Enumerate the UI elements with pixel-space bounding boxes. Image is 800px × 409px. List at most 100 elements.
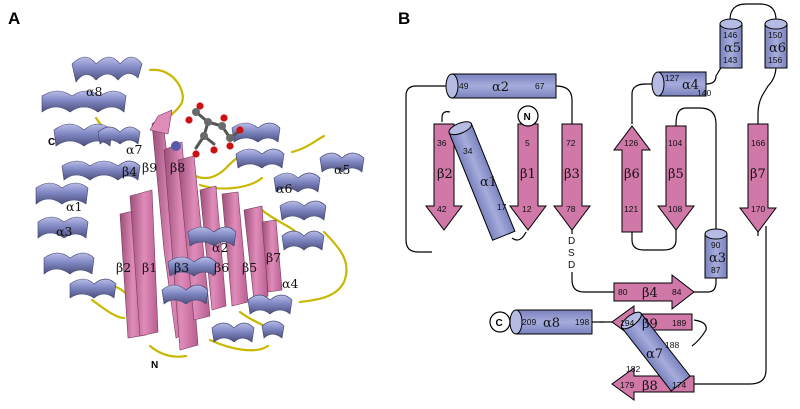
panel-b-label: B (398, 9, 410, 28)
a7-end: 182 (626, 364, 640, 374)
b4-end: 84 (672, 287, 682, 297)
a5-end: 143 (723, 55, 737, 65)
label-a4: α4 (282, 276, 298, 291)
c-terminus-circle (489, 311, 511, 333)
n-terminus-circle (517, 105, 539, 127)
a3-end: 87 (711, 265, 721, 275)
b5-name: β5 (668, 167, 684, 182)
b4-name: β4 (642, 286, 658, 301)
panel-a-label: A (8, 9, 20, 28)
b5-start: 104 (668, 138, 682, 148)
b1-name: β1 (520, 167, 536, 182)
label-b2: β2 (116, 260, 131, 275)
b9-name: β9 (642, 317, 658, 332)
a8-name: α8 (543, 316, 560, 331)
a5-name: α5 (724, 41, 741, 56)
b9-start: 194 (620, 318, 634, 328)
b7-end: 170 (751, 204, 765, 214)
motif-d1: D (568, 236, 575, 247)
b1-start: 5 (525, 138, 530, 148)
label-a7: α7 (126, 142, 142, 157)
loops-3d (90, 68, 348, 358)
a8-end: 198 (575, 317, 589, 327)
b2-name: β2 (437, 167, 453, 182)
b3-name: β3 (564, 167, 580, 182)
label-b4: β4 (122, 164, 137, 179)
a2-start: 49 (459, 81, 469, 91)
b1-end: 12 (522, 204, 532, 214)
motif-s: S (568, 248, 575, 259)
label-a5: α5 (334, 162, 350, 177)
label-b6: β6 (214, 260, 229, 275)
panel-b: B (398, 3, 788, 401)
label-b5: β5 (242, 260, 257, 275)
panel-a: A (8, 9, 365, 371)
c-terminus-topology: C (496, 318, 503, 329)
label-a3: α3 (56, 224, 72, 239)
a3-name: α3 (709, 251, 726, 266)
helices-3d-right (97, 122, 365, 343)
a4-name: α4 (682, 78, 699, 93)
helices-3d (35, 56, 143, 299)
label-b8: β8 (170, 160, 185, 175)
n-terminus-topology: N (524, 112, 531, 123)
a1-start: 34 (463, 146, 473, 156)
a6-start: 150 (768, 30, 782, 40)
a7-start: 188 (665, 340, 679, 350)
a6-end: 156 (768, 55, 782, 65)
a5-start: 146 (723, 30, 737, 40)
b3-start: 72 (566, 138, 576, 148)
topology-helices (445, 18, 788, 392)
b7-start: 166 (751, 138, 765, 148)
a4-end: 140 (697, 88, 711, 98)
label-b7: β7 (266, 250, 281, 265)
label-a6: α6 (276, 181, 292, 196)
b9-end: 189 (672, 318, 686, 328)
b2-end: 42 (437, 204, 447, 214)
a1-name: α1 (480, 175, 497, 190)
a1-end: 17 (497, 202, 507, 212)
strand-b7-shape (739, 123, 777, 233)
a8-start: 209 (522, 317, 536, 327)
motif-d2: D (568, 260, 575, 271)
a6-name: α6 (769, 41, 786, 56)
strand-b5-shape (657, 125, 695, 231)
b6-end: 121 (624, 204, 638, 214)
label-a1: α1 (66, 199, 82, 214)
topology-connectors (405, 3, 777, 385)
a2-name: α2 (492, 80, 509, 95)
strand-labels: 36 β2 42 5 β1 12 72 β3 78 126 β6 121 104… (437, 138, 766, 394)
labels-3d: C N α8 α7 β4 β9 β8 α1 α3 β2 β1 β3 α2 β6 … (48, 84, 350, 371)
label-a8: α8 (86, 84, 102, 99)
b3-end: 78 (566, 204, 576, 214)
strand-b3-shape (553, 123, 591, 231)
b6-name: β6 (624, 167, 640, 182)
ligand (171, 102, 244, 158)
b5-end: 108 (668, 204, 682, 214)
n-terminus-3d: N (151, 360, 158, 371)
label-a2: α2 (212, 240, 228, 255)
label-b3: β3 (174, 260, 189, 275)
b2-start: 36 (437, 138, 447, 148)
a4-start: 127 (665, 73, 679, 83)
b8-end: 174 (672, 380, 686, 390)
a2-end: 67 (535, 81, 545, 91)
dsd-motif: D S D (568, 236, 575, 271)
b6-start: 126 (624, 138, 638, 148)
b7-name: β7 (750, 167, 766, 182)
b4-start: 80 (618, 287, 628, 297)
strand-b1-shape (509, 123, 547, 231)
strand-b4-shape (613, 273, 695, 311)
c-terminus-3d: C (48, 137, 55, 148)
helix-labels: 49 α2 67 34 α1 17 127 α4 140 146 α5 143 … (459, 30, 786, 374)
label-b1: β1 (142, 260, 157, 275)
b8-name: β8 (642, 379, 658, 394)
label-b9: β9 (142, 160, 157, 175)
topology-termini: N C (489, 105, 539, 333)
strand-b6-shape (613, 125, 651, 233)
a3-start: 90 (711, 240, 721, 250)
a7-name: α7 (646, 347, 663, 362)
b8-start: 179 (620, 380, 634, 390)
